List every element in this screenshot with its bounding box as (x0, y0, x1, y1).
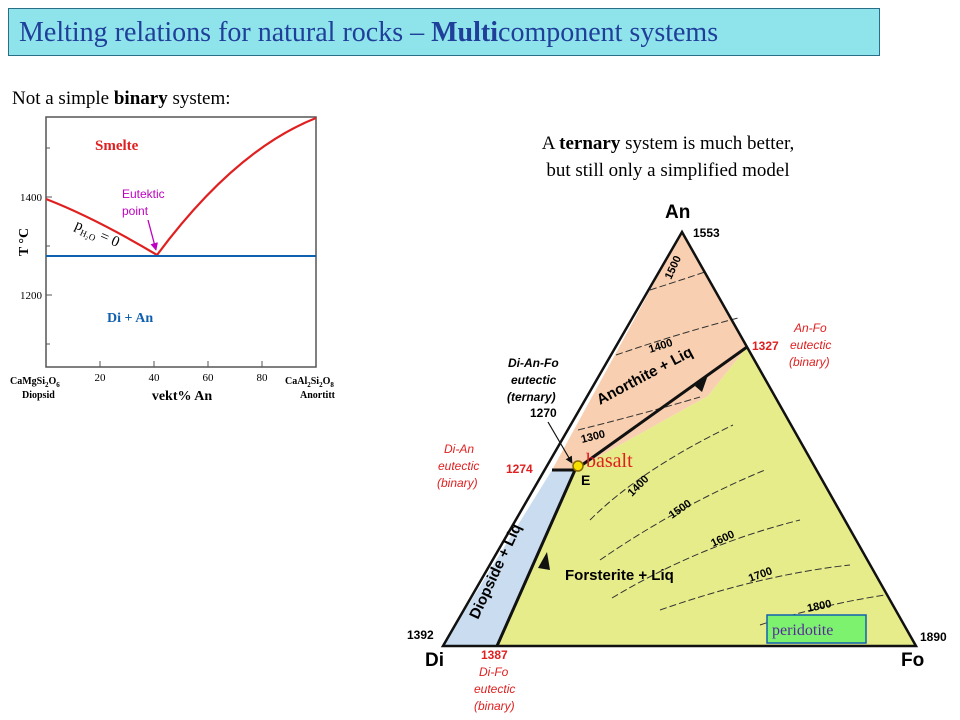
x-tick-label-20: 20 (95, 372, 107, 384)
peridotite-box (766, 614, 867, 644)
ternary-eutectic-arrow (547, 421, 573, 464)
caption-post: system is much better, (620, 133, 795, 154)
isotherm-1500-lower (599, 469, 766, 561)
binary-diagram: 1400 1200 20 40 60 80 T °C vekt% An CaMg… (10, 116, 336, 404)
x-tick-label-80: 80 (257, 372, 269, 384)
subtitle-pre: Not a simple (12, 88, 114, 109)
eutectic-arrow (147, 219, 158, 251)
forsterite-field-label: Forsterite + Liq (565, 567, 674, 584)
di-fo-eutectic-line2: eutectic (474, 682, 515, 696)
eutectic-point-e: E (581, 472, 590, 488)
temp-e: 1270 (530, 406, 557, 420)
subtitle: Not a simple binary system: (12, 88, 231, 110)
temp-fo: 1890 (920, 630, 947, 644)
x-tick-label-60: 60 (203, 372, 215, 384)
temp-di-an: 1274 (506, 462, 533, 476)
di-an-eutectic-line1: Di-An (444, 442, 474, 456)
title-bold: Multi (431, 17, 499, 48)
ternary-eutectic-line1: Di-An-Fo (508, 356, 559, 370)
subtitle-bold: binary (113, 88, 168, 109)
right-endmember-formula: CaAl2Si2O8 (285, 376, 334, 389)
isotherm-label-1800: 1800 (806, 598, 832, 615)
diopside-field (443, 470, 575, 646)
apex-an: An (665, 202, 690, 223)
anorthite-field (552, 232, 747, 470)
ternary-caption-line2: but still only a simplified model (546, 160, 790, 181)
caption-pre: A (541, 133, 560, 154)
apex-di: Di (425, 650, 444, 671)
isotherm-1400-upper (615, 317, 739, 356)
cotectic-arrow-di-fo (538, 552, 550, 570)
isotherm-1700 (659, 564, 851, 611)
di-fo-cotectic (495, 469, 577, 647)
temp-an-fo: 1327 (752, 339, 779, 353)
di-fo-eutectic-line3: (binary) (474, 699, 515, 713)
page-title: Melting relations for natural rocks – Mu… (19, 17, 718, 49)
y-tick-label-1200: 1200 (20, 290, 43, 302)
left-endmember-formula: CaMgSi2O6 (10, 376, 60, 389)
peridotite-label: peridotite (772, 622, 833, 639)
temp-an: 1553 (693, 226, 720, 240)
ternary-eutectic-line2: eutectic (511, 373, 557, 387)
basalt-marker (572, 460, 584, 472)
ternary-diagram: 1553 1327 1890 1392 1274 1387 1270 1500 … (407, 202, 947, 713)
di-fo-eutectic-line1: Di-Fo (479, 665, 509, 679)
y-tick-label-1400: 1400 (20, 192, 43, 204)
an-fo-eutectic-line3: (binary) (789, 355, 830, 369)
an-fo-eutectic-line1: An-Fo (793, 321, 827, 335)
y-axis-label: T °C (17, 228, 32, 256)
di-an-eutectic-line3: (binary) (437, 476, 478, 490)
cotectic-arrow-an-fo (695, 375, 708, 392)
eutectic-label-line1: Eutektic (122, 187, 165, 201)
x-tick-label-40: 40 (149, 372, 161, 384)
title-part1: Melting relations for natural rocks – (19, 17, 432, 48)
an-fo-cotectic (574, 345, 748, 472)
anorthite-liquidus (156, 116, 317, 256)
ternary-caption: A ternary system is much better, but sti… (488, 130, 848, 184)
ternary-caption-line1: A ternary system is much better, (488, 130, 848, 157)
apex-fo: Fo (901, 650, 924, 671)
left-endmember-name: Diopsid (22, 390, 55, 401)
melt-field-label: Smelte (95, 138, 139, 154)
di-an-field-label: Di + An (107, 311, 153, 326)
title-bar: Melting relations for natural rocks – Mu… (8, 8, 880, 56)
right-endmember-name: Anortitt (300, 390, 336, 401)
isotherm-label-1300: 1300 (580, 428, 607, 446)
binary-plot-frame (45, 116, 317, 368)
isotherm-1500 (649, 271, 706, 291)
di-an-eutectic-line2: eutectic (438, 459, 479, 473)
subtitle-post: system: (167, 88, 231, 109)
isotherm-1300 (577, 396, 701, 431)
an-fo-eutectic-line2: eutectic (790, 338, 831, 352)
ternary-triangle (440, 229, 919, 648)
x-axis-label: vekt% An (152, 389, 213, 404)
diopside-liquidus (45, 197, 158, 256)
temp-di-fo: 1387 (481, 648, 508, 662)
eutectic-label-line2: point (122, 204, 149, 218)
caption-bold: ternary (559, 133, 621, 154)
ternary-eutectic-line3: (ternary) (507, 390, 556, 404)
title-part2: component systems (498, 17, 719, 48)
isotherm-1600 (611, 519, 801, 599)
temp-di: 1392 (407, 628, 434, 642)
basalt-label: basalt (586, 450, 633, 472)
